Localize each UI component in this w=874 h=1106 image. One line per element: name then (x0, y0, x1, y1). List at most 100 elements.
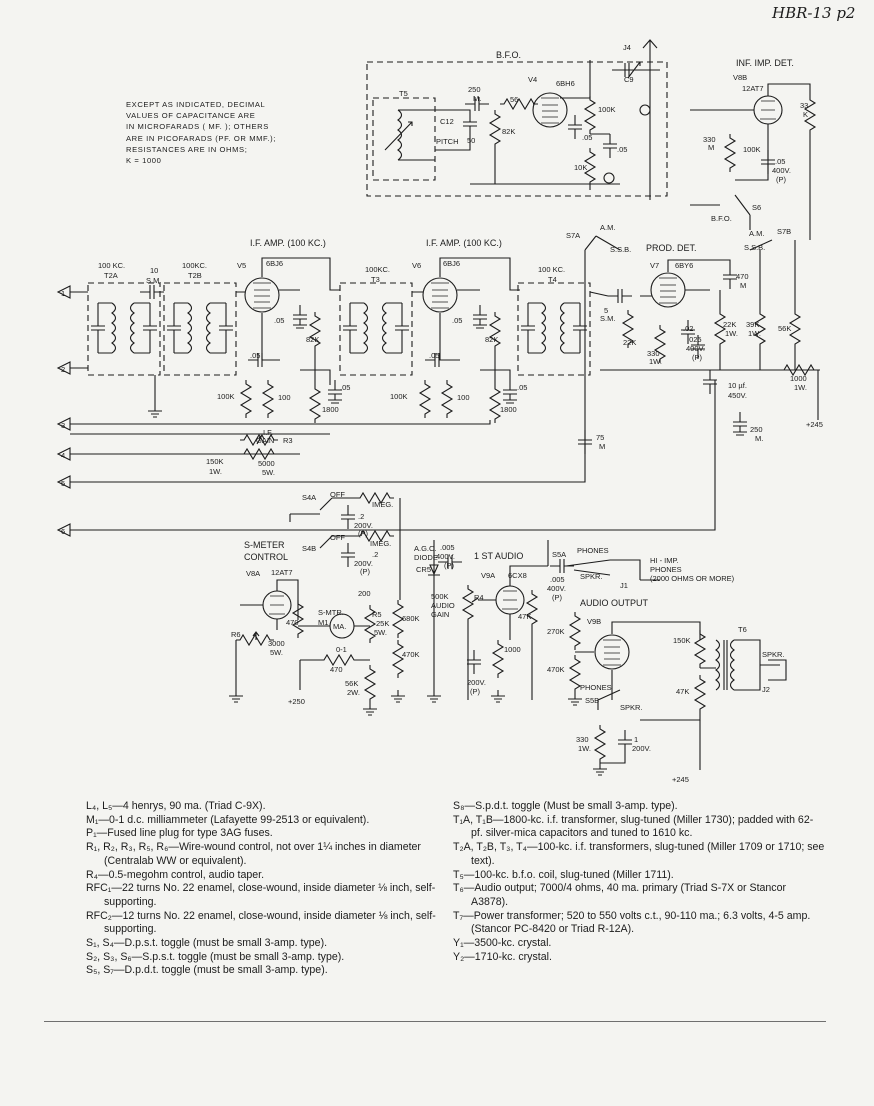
t4-value: 100 KC. (538, 265, 565, 274)
r22k-1w-unit: 1W. (725, 329, 738, 338)
parts-entry: S₂, S₃, S₆—S.p.s.t. toggle (must be smal… (86, 951, 442, 965)
c05-5b-value: .05 (250, 351, 260, 360)
hi-imp-label: HI - IMP. (650, 556, 679, 565)
c005-p: (P) (444, 561, 455, 570)
part-ref: T₂A, T₂B, T₃, T₄— (453, 841, 538, 854)
c5sm-value: 5 (604, 306, 608, 315)
s4-switch-section: S4A S4B OFF OFF IMEG. IMEG. .2 200V. (P)… (289, 490, 401, 600)
part-text: 3500-kc. crystal. (474, 937, 552, 950)
terminal-4: 4 (61, 451, 65, 460)
part-ref: T₇— (453, 909, 474, 922)
part-ref: Y₁— (453, 937, 475, 950)
c005b-value: .005 (550, 575, 565, 584)
r100k-det-value: 100K (743, 145, 761, 154)
terminal-2: 2 (61, 365, 65, 374)
part-text: S.p.d.t. toggle (Must be small 3-amp. ty… (475, 800, 678, 812)
part-ref: T₆— (453, 882, 475, 895)
part-text: D.p.s.t. toggle (must be small 3-amp. ty… (124, 937, 328, 950)
prod-det-heading: PROD. DET. (646, 243, 697, 253)
m1-label: M1 (318, 618, 328, 627)
v5-label: V5 (237, 261, 246, 270)
r100k-6-value: 100K (390, 392, 408, 401)
r56-value: 56 (510, 95, 518, 104)
r330-value: 330 (647, 349, 660, 358)
phones-label-a: PHONES (577, 546, 609, 555)
off-label-a: OFF (330, 490, 345, 499)
c005-volt: 400V. (436, 552, 455, 561)
bfo-section: B.F.O. T5 C12 PITCH 50 250 M. 56 82K V4 … (366, 39, 668, 200)
parts-entry: L₄, L₅—4 henrys, 90 ma. (Triad C-9X). (86, 800, 442, 814)
part-text: 22 turns No. 22 enamel, close-wound, ins… (104, 882, 436, 908)
r200-value: 200 (358, 589, 371, 598)
t3-label: T3 (371, 275, 380, 284)
r47k-value: 47K (518, 612, 531, 621)
r82k-bfo-value: 82K (502, 127, 515, 136)
c330m-unit: M (708, 143, 714, 152)
s-meter-heading-2: CONTROL (244, 552, 288, 562)
part-text: Fused line plug for type 3AG fuses. (107, 827, 273, 840)
phones-label-b: PHONES (580, 683, 612, 692)
t4-label: T4 (548, 275, 557, 284)
page-divider (44, 1021, 826, 1022)
plus245-a: +245 (806, 420, 823, 429)
c1-200-value: 1 (634, 735, 638, 744)
meter-scale: 0-1 (336, 645, 347, 654)
r270k-value: 270K (547, 627, 565, 636)
r100-6-value: 100 (457, 393, 470, 402)
s-meter-heading: S-METER (244, 540, 285, 550)
part-ref: T₅— (453, 868, 475, 881)
part-text: Wire-wound control, not over 1¼ inches i… (104, 841, 421, 867)
s-mtr-label: S-MTR. (318, 608, 344, 617)
terminal-3: 3 (61, 421, 65, 430)
r22k-value: 22K (623, 338, 636, 347)
c005b-p: (P) (552, 593, 563, 602)
r4-label: R4 (474, 593, 484, 602)
r330-1wb-value: 330 (576, 735, 589, 744)
v4-type: 6BH6 (556, 79, 575, 88)
r1800-6-value: 1800 (500, 405, 517, 414)
c75m-value: 75 (596, 433, 604, 442)
r1000-9a-value: 1000 (504, 645, 521, 654)
if-gain-label-2: GAIN (256, 436, 274, 445)
r3-label: R3 (283, 436, 293, 445)
note-line: VALUES OF CAPACITANCE ARE (126, 111, 256, 121)
s6-label: S6 (752, 203, 761, 212)
c12-label: C12 (440, 117, 454, 126)
c200v-value: 200V. (467, 678, 486, 687)
parts-entry: T₆—Audio output; 7000/4 ohms, 40 ma. pri… (453, 882, 825, 909)
s7a-label: S7A (566, 231, 580, 240)
r33k-unit: K (803, 110, 808, 119)
inf-imp-det-heading: INF. IMP. DET. (736, 58, 794, 68)
r100k-5-value: 100K (217, 392, 235, 401)
r5000-value: 5000 (258, 459, 275, 468)
v4-label: V4 (528, 75, 537, 84)
r10k-bfo-value: 10K (574, 163, 587, 172)
c250-value: 250 (468, 85, 481, 94)
r100k-bfo-value: 100K (598, 105, 616, 114)
v8b-type: 12AT7 (742, 84, 764, 93)
r470-8a-value: 470 (286, 618, 299, 627)
r39k-value: 39K (746, 320, 759, 329)
part-ref: R₄— (86, 868, 109, 881)
hi-imp-label-2: PHONES (650, 565, 682, 574)
t2a-value: 100 KC. (98, 261, 125, 270)
plus250-label: +250 (288, 697, 305, 706)
am-label-a: A.M. (600, 223, 615, 232)
v6-label: V6 (412, 261, 421, 270)
r470k-9b-value: 470K (547, 665, 565, 674)
t6-label: T6 (738, 625, 747, 634)
s4b-label: S4B (302, 544, 316, 553)
first-audio-section: 1 ST AUDIO V9A 6CX8 500K AUDIO GAIN R4 4… (431, 540, 575, 703)
r22k-1w-value: 22K (723, 320, 736, 329)
v7-type: 6BY6 (675, 261, 693, 270)
if-amp-2-heading: I.F. AMP. (100 KC.) (426, 238, 502, 248)
parts-entry: S₈—S.p.d.t. toggle (Must be small 3-amp.… (453, 800, 825, 814)
part-ref: M₁— (86, 813, 109, 826)
c470m-unit: M (740, 281, 746, 290)
c2-200-volt: 200V. (354, 521, 373, 530)
part-ref: T₁A, T₁B— (453, 813, 504, 826)
bfo-heading: B.F.O. (496, 50, 521, 60)
v6-type: 6BJ6 (443, 259, 460, 268)
part-ref: RFC₁— (86, 882, 122, 895)
note-line: EXCEPT AS INDICATED, DECIMAL (126, 100, 266, 109)
